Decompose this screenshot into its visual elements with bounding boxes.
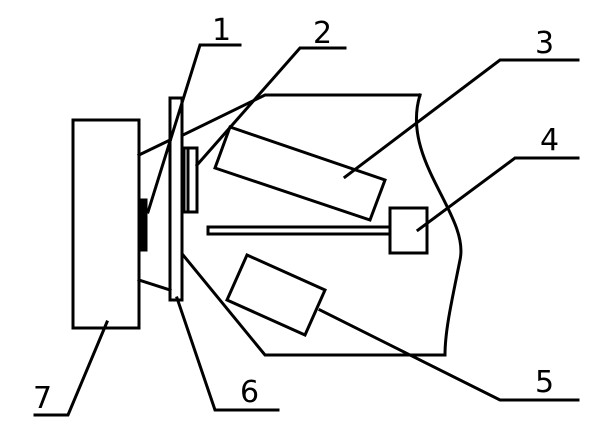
- part-6-plate: [168, 96, 184, 302]
- label-2: 2: [313, 16, 332, 51]
- label-5: 5: [535, 365, 554, 400]
- connector-upper: [136, 137, 173, 158]
- leader-4: [415, 156, 580, 233]
- housing-top-edge: [180, 93, 422, 138]
- housing-bottom-edge: [180, 252, 447, 357]
- part-2-element: [182, 146, 199, 214]
- leader-3: [342, 58, 580, 180]
- leader-7: [33, 320, 109, 417]
- leader-5: [317, 307, 580, 402]
- contact-pad: [138, 198, 148, 252]
- part-3-rect: [213, 125, 387, 222]
- label-7: 7: [33, 381, 52, 416]
- housing-break-line: [414, 93, 463, 357]
- label-3: 3: [535, 26, 554, 61]
- connector-lower: [137, 278, 172, 292]
- part-5-rect: [225, 253, 327, 337]
- label-6: 6: [240, 375, 259, 410]
- leader-1: [146, 43, 242, 214]
- part-4-probe: [206, 225, 392, 236]
- label-4: 4: [540, 123, 559, 158]
- label-1: 1: [212, 13, 231, 48]
- part-4-box: [388, 206, 429, 255]
- part-7-block: [71, 118, 141, 330]
- leader-6: [175, 296, 280, 412]
- leader-2: [194, 46, 347, 168]
